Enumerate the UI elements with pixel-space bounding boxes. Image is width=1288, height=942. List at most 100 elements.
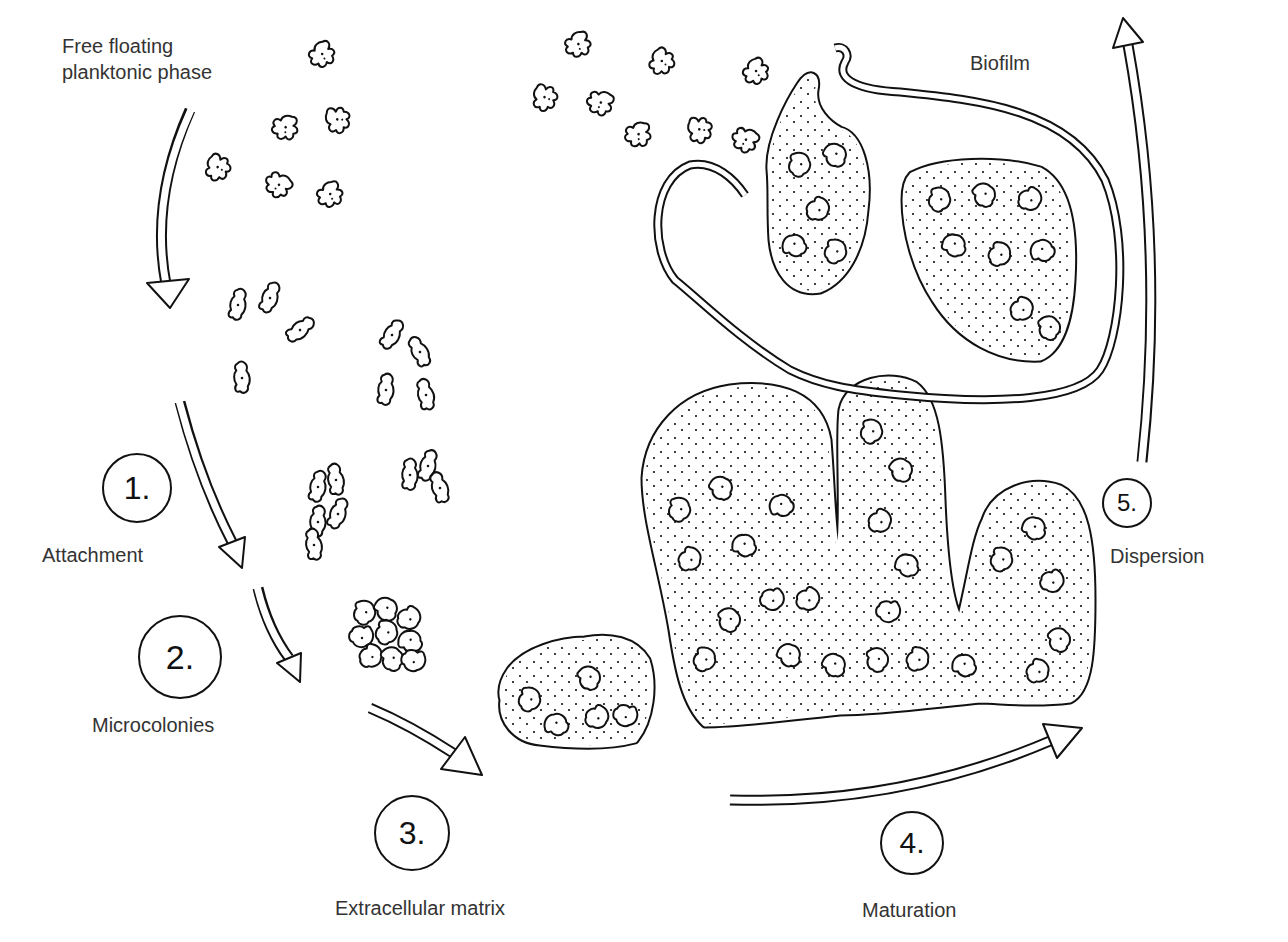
bacterium-cell (612, 703, 639, 728)
bacterium-cell (647, 46, 676, 76)
matrix-outline (658, 47, 1120, 399)
matrix-outline (502, 638, 651, 745)
stage-label: Dispersion (1108, 543, 1206, 569)
matrix-outline (645, 379, 1092, 724)
bacterium-cell (787, 151, 812, 178)
process-arrow (147, 110, 190, 308)
stage-label: Attachment (40, 542, 145, 568)
bacterium-cell (378, 317, 407, 352)
step-number: 5. (1117, 491, 1137, 515)
bacterium-cell (400, 648, 427, 673)
bacterium-cell (308, 470, 329, 503)
bacterium-cell (576, 663, 604, 693)
bacterium-cell (926, 186, 952, 215)
bacterium-cell (326, 496, 351, 531)
bacterium-cell (902, 644, 933, 676)
step-number: 2. (166, 640, 194, 674)
bacterium-cell (1037, 568, 1067, 596)
bacterium-cell (1046, 626, 1072, 655)
bacterium-cell (822, 237, 850, 267)
step-number: 1. (124, 472, 151, 504)
step-number-circle: 2. (138, 615, 222, 699)
bacterium-cell (758, 587, 785, 612)
attaching-cells (228, 280, 453, 561)
matrix-dots (905, 162, 1073, 358)
bacterium-cell (802, 194, 834, 225)
step-number-circle: 3. (374, 795, 450, 871)
matrix-dots (502, 638, 651, 745)
bacterium-cell (1014, 185, 1045, 215)
bacterium-cell (1006, 294, 1038, 326)
bacterium-cell (267, 109, 303, 145)
stage-label: Microcolonies (90, 712, 216, 738)
bacterium-cell (583, 84, 618, 119)
bacterium-cell (427, 470, 452, 505)
bacterium-cell (780, 231, 810, 259)
bacterium-cell (864, 506, 896, 537)
bacterium-cell (581, 703, 612, 733)
bacterium-cell (667, 496, 692, 523)
bacterium-cell (402, 459, 417, 490)
dispersing-biofilm (658, 47, 1120, 399)
bacterium-cell (1037, 314, 1062, 341)
bacterium-cell (939, 229, 971, 260)
bacterium-cell (405, 334, 434, 369)
bacterium-cell (887, 455, 916, 486)
bacterium-cell (307, 39, 336, 69)
step-number: 4. (899, 828, 924, 858)
bacterium-cell (949, 650, 980, 680)
bacterium-cell (717, 606, 742, 633)
matrix-outline (770, 76, 866, 291)
bacterium-cell (377, 373, 395, 405)
bacterium-cell (228, 288, 249, 321)
bacterium-cell (233, 361, 251, 393)
bacterium-cell (284, 314, 318, 346)
bacterium-cell (690, 644, 719, 675)
stage-label: Biofilm (968, 50, 1032, 76)
bacterium-cell (674, 544, 705, 576)
dispersed-cells (526, 27, 769, 155)
bacterium-cell (1029, 238, 1056, 263)
bacterium-cell (319, 102, 355, 138)
process-arrow (370, 708, 482, 775)
bacterium-cell (264, 170, 294, 199)
matrix-colony (502, 638, 651, 745)
bacterium-cell (393, 604, 424, 634)
bacterium-cell (258, 280, 283, 315)
bacterium-cell (768, 493, 795, 518)
bacterium-cell (988, 545, 1016, 575)
bacterium-cell (821, 139, 851, 170)
step-number-circle: 1. (102, 453, 172, 523)
bacterium-cell (352, 599, 377, 626)
bacterium-cell (742, 56, 769, 84)
matrix-outline (645, 379, 1092, 724)
stage-label: Maturation (860, 897, 959, 923)
bacterium-cell (707, 472, 737, 503)
matrix-outline (770, 76, 866, 291)
bacterium-cell (314, 178, 345, 210)
bacterium-cell (201, 150, 233, 183)
bacterium-cell (516, 685, 544, 715)
bacterium-cell (819, 649, 850, 681)
matrix-outline (658, 47, 1120, 399)
bacterium-cell (971, 180, 999, 210)
mature-biofilm (645, 379, 1092, 724)
bacterium-cell (621, 116, 656, 152)
process-arrow (180, 402, 245, 568)
microcolony (349, 593, 427, 673)
matrix-dots (770, 76, 866, 291)
bacterium-cell (892, 549, 924, 580)
bacterium-cell (985, 239, 1015, 270)
bacterium-cell (858, 418, 884, 447)
bacterium-cell (325, 463, 346, 496)
bacterium-cell (1022, 656, 1053, 688)
bacterium-cell (1019, 512, 1051, 544)
process-arrow (258, 588, 301, 682)
matrix-outline (905, 162, 1073, 358)
bacterium-cell (729, 123, 762, 155)
stage-label: Extracellular matrix (333, 895, 507, 921)
step-number: 3. (399, 817, 426, 849)
matrix-dots (645, 379, 1092, 724)
matrix-outline (502, 638, 651, 745)
